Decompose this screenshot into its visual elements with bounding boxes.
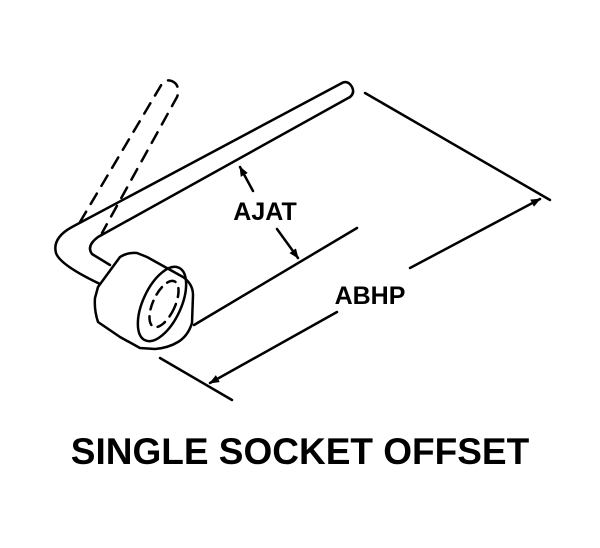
abhp-arrow-right: [408, 197, 542, 270]
dimension-label-ajat: AJAT: [233, 198, 296, 226]
abhp-extension-line-left: [158, 356, 234, 402]
dashed-handle-alt-position: [78, 79, 180, 235]
dimension-label-abhp: ABHP: [335, 282, 406, 310]
ajat-extension-line: [192, 226, 359, 327]
handle-outer-edge: [54, 81, 344, 286]
handle-end-cap: [340, 80, 355, 99]
handle-inner-edge: [88, 95, 352, 267]
ajat-arrow-up: [238, 165, 255, 193]
diagram-title: SINGLE SOCKET OFFSET: [71, 431, 530, 472]
socket-face: [136, 265, 188, 343]
ajat-arrow-down: [275, 227, 300, 260]
abhp-arrow-left: [208, 310, 339, 385]
socket-inner-dashed: [148, 279, 180, 329]
abhp-extension-line-right: [363, 91, 552, 202]
